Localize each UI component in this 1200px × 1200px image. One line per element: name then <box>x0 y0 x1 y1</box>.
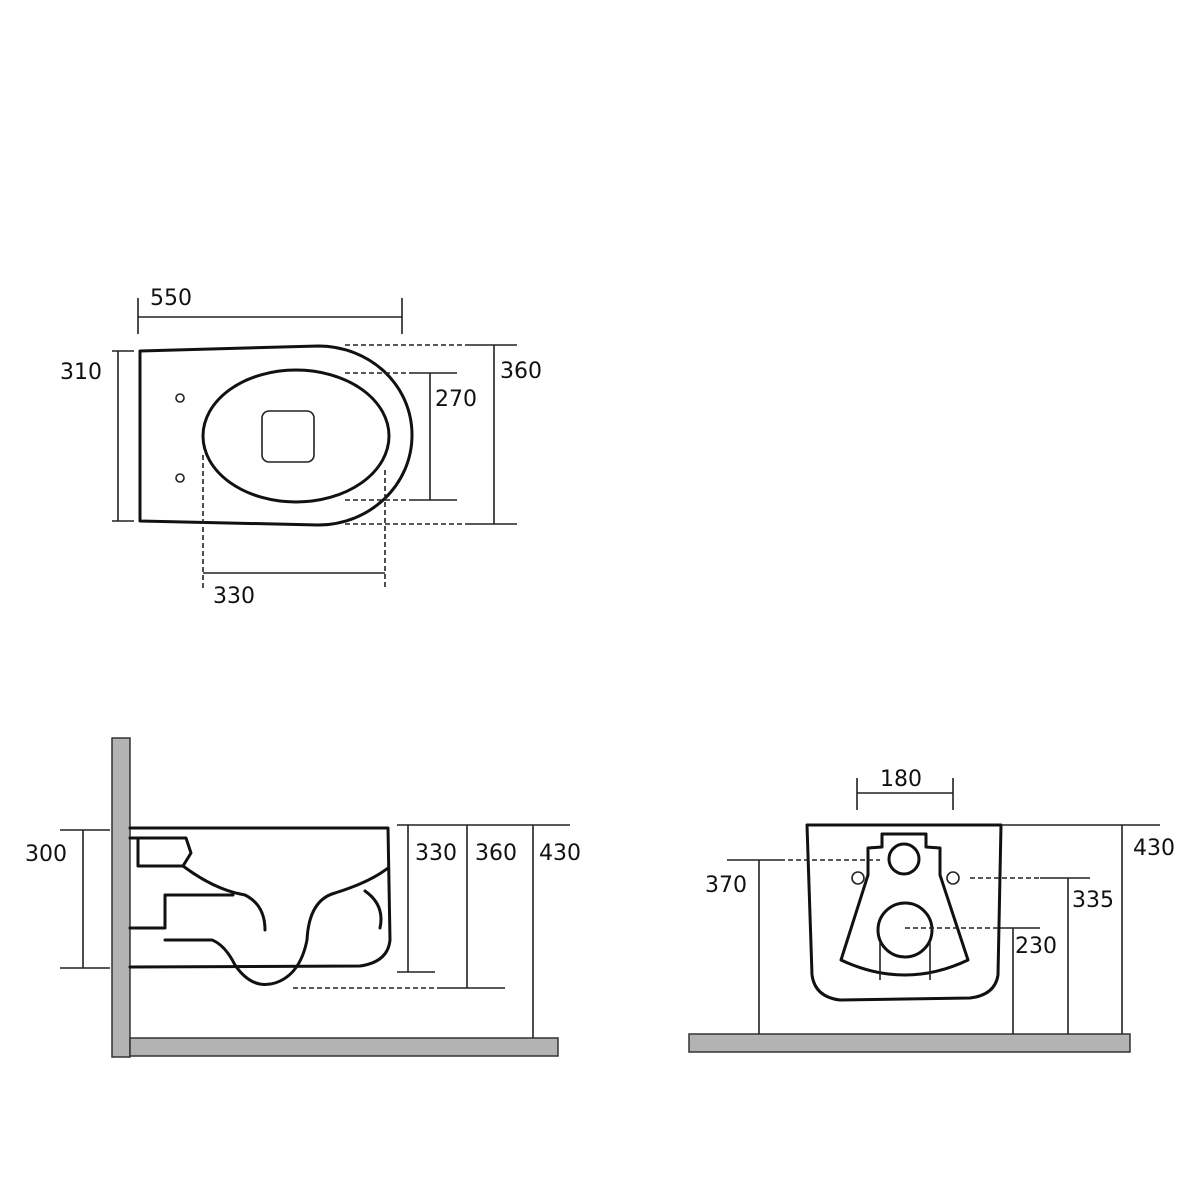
dim-300-line <box>60 829 110 969</box>
bowl-outline-front <box>805 823 1003 1002</box>
dim-550-line <box>137 298 403 334</box>
bowl-outline-side <box>128 826 392 969</box>
outlet-channel <box>879 942 931 980</box>
dim-330-side: 330 <box>415 841 457 866</box>
dim-270-ext <box>345 372 410 501</box>
dim-360-line <box>470 344 517 525</box>
dim-330-ext <box>202 455 386 590</box>
dim-550: 550 <box>150 286 192 311</box>
dim-430-front: 430 <box>1133 836 1175 861</box>
floor-front <box>688 1033 1131 1053</box>
floor <box>129 1037 559 1057</box>
fixing-hole-front <box>946 871 960 885</box>
fixing-hole <box>175 393 185 403</box>
dim-335: 335 <box>1072 888 1114 913</box>
front-view: 180 370 335 230 430 <box>688 767 1175 1053</box>
wall <box>111 737 131 1058</box>
bowl-inner-curve <box>181 864 267 932</box>
top-view: 550 310 270 360 330 <box>60 286 542 609</box>
fixing-hole <box>175 473 185 483</box>
dim-430-side: 430 <box>539 841 581 866</box>
bowl-opening <box>201 368 391 504</box>
dim-310-line <box>112 350 134 522</box>
dim-front-lines <box>727 824 1160 1034</box>
dim-370: 370 <box>705 873 747 898</box>
inlet-circle <box>887 842 921 876</box>
side-view: 300 330 360 430 <box>25 737 581 1058</box>
bowl-outline-top <box>138 344 414 527</box>
dim-360: 360 <box>500 359 542 384</box>
dim-270: 270 <box>435 387 477 412</box>
dim-300: 300 <box>25 842 67 867</box>
carrier-frame <box>839 832 970 977</box>
dim-230: 230 <box>1015 934 1057 959</box>
dim-360-side: 360 <box>475 841 517 866</box>
fixing-hole-front <box>851 871 865 885</box>
rim-inner-curve <box>363 889 383 930</box>
dim-180-line <box>856 778 954 810</box>
dim-180: 180 <box>880 767 922 792</box>
dim-side-lines <box>397 824 570 1038</box>
outlet-trap <box>128 866 390 986</box>
seat-block <box>128 836 193 868</box>
dim-front-ext <box>780 859 1040 929</box>
dim-360-ext <box>345 344 470 525</box>
outlet-circle <box>876 901 934 959</box>
dim-270-line <box>410 372 457 501</box>
outlet-square <box>261 410 315 463</box>
dim-330: 330 <box>213 584 255 609</box>
dim-310: 310 <box>60 360 102 385</box>
